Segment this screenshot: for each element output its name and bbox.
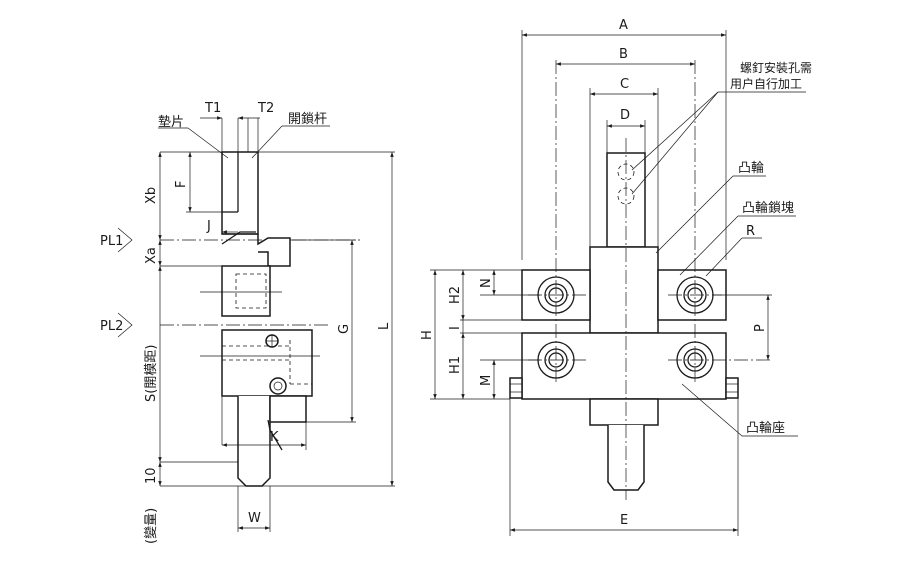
left-side-view: T1 T2 墊片 開鎖杆 F Xb Xa PL1 J PL2 S(開模距) [100, 101, 395, 544]
m-label: M [479, 375, 494, 386]
g-label: G [337, 324, 352, 334]
h1-label: H1 [448, 356, 463, 374]
c-label: C [620, 77, 629, 92]
pl2-label: PL2 [100, 319, 123, 334]
cam-seat-label: 凸輪座 [746, 420, 785, 436]
d-label: D [620, 108, 630, 123]
h2-label: H2 [448, 286, 463, 304]
lock-rod-label: 開鎖杆 [288, 111, 327, 127]
t1-label: T1 [204, 101, 221, 116]
p-label: P [753, 324, 768, 332]
f-label: F [174, 181, 189, 188]
a-label: A [619, 18, 628, 33]
h-label: H [420, 330, 435, 340]
t2-label: T2 [257, 101, 274, 116]
screw-note-line2: 用户自行加工 [730, 76, 802, 91]
e-label: E [620, 513, 628, 528]
stroke-label: S(開模距) [144, 345, 159, 402]
cam-lock-block-label: 凸輪鎖塊 [742, 200, 794, 216]
xb-label: Xb [144, 187, 159, 204]
screw-note-line1: 螺釘安裝孔需 [740, 60, 812, 75]
pl1-label: PL1 [100, 234, 123, 249]
n-label: N [479, 278, 494, 288]
screw-head-lower [269, 377, 287, 395]
w-label: W [248, 511, 261, 526]
lock-rod-upper [221, 151, 259, 235]
shim-label: 墊片 [158, 115, 184, 130]
cam-lock-block-left [221, 265, 271, 317]
variable-label: (變量) [143, 508, 159, 544]
xa-label: Xa [144, 247, 159, 264]
i-label: I [448, 326, 463, 330]
l-label: L [377, 322, 392, 330]
j-label: J [206, 219, 211, 234]
cam-center-block [589, 246, 659, 334]
cam-label: 凸輪 [738, 160, 764, 176]
k-label: K [270, 430, 279, 445]
ten-label: 10 [144, 467, 159, 484]
right-front-view: A B C D 螺釘安裝孔需 用户自行加工 凸輪 凸輪鎖塊 R [420, 18, 812, 536]
b-label: B [619, 47, 628, 62]
r-label: R [746, 224, 755, 239]
